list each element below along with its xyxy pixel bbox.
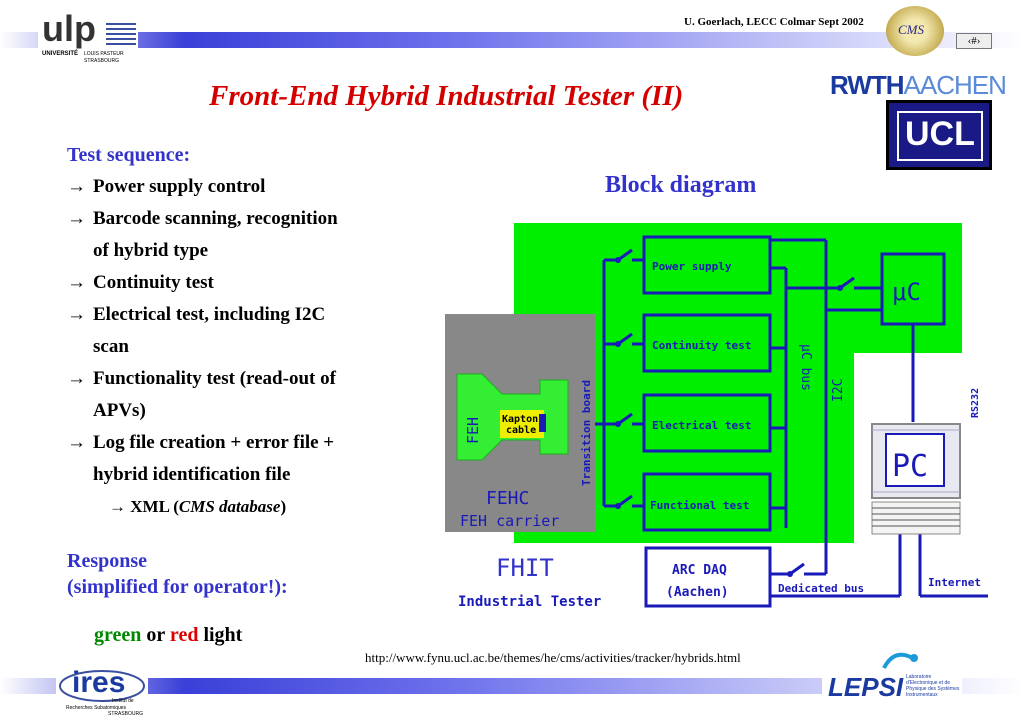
sub-item-prefix: XML (: [130, 497, 179, 516]
list-item-text: APVs): [93, 400, 146, 421]
response-heading-line1: Response: [67, 550, 148, 572]
arrow-icon: →: [67, 304, 86, 325]
sub-item-suffix: ): [280, 497, 287, 516]
block-diagram-heading: Block diagram: [605, 172, 757, 198]
rwth-logo-part1: RWTH: [830, 70, 905, 100]
industrial-tester-label: Industrial Tester: [458, 594, 601, 610]
rwth-logo: RWTHAACHEN: [830, 70, 1007, 101]
kapton-label-2: cable: [506, 425, 536, 436]
sub-item-italic: CMS database: [178, 497, 281, 516]
list-item-text: Barcode scanning, recognition: [93, 208, 338, 229]
list-item-text: Log file creation + error file +: [93, 432, 335, 453]
list-item: → Power supply control: [67, 171, 427, 203]
arrow-icon: →: [67, 272, 86, 293]
ulp-logo-universite: UNIVERSITÉ: [42, 51, 79, 57]
electrical-test-label: Electrical test: [652, 419, 751, 432]
page-number-text: ‹#›: [967, 35, 981, 47]
ires-logo: ires Institut de Recherches Subatomiques…: [56, 666, 148, 718]
ulp-logo-name1: LOUIS PASTEUR: [84, 51, 124, 57]
list-item-text: Continuity test: [93, 272, 214, 293]
internet-label: Internet: [928, 576, 981, 589]
feh-carrier-label: FEH carrier: [460, 512, 559, 530]
lepsi-logo-sub: Laboratoire d'Electronique et de Physiqu…: [906, 674, 960, 698]
ires-logo-letters: ires: [72, 666, 126, 699]
page-number: ‹#›: [956, 33, 992, 49]
functional-test-box: [642, 472, 772, 532]
power-supply-box: [642, 235, 772, 295]
arc-daq-label-1: ARC DAQ: [672, 563, 727, 578]
light-word: light: [198, 624, 243, 646]
ucl-logo-text: UCL: [905, 115, 975, 153]
ulp-logo-name2: STRASBOURG: [84, 58, 120, 64]
or-word: or: [141, 624, 170, 646]
arrow-icon: →: [67, 432, 86, 453]
ulp-logo: ulp UNIVERSITÉ LOUIS PASTEUR STRASBOURG: [38, 8, 138, 66]
reference-url: http://www.fynu.ucl.ac.be/themes/he/cms/…: [365, 650, 741, 665]
rwth-logo-part2: AACHEN: [903, 70, 1007, 100]
lepsi-logo: LEPSI Laboratoire d'Electronique et de P…: [822, 650, 962, 706]
pc-label: PC: [892, 449, 928, 484]
header-author-line: U. Goerlach, LECC Colmar Sept 2002: [684, 16, 864, 28]
arrow-icon: →: [67, 176, 86, 197]
list-item: → Barcode scanning, recognition of hybrid …: [67, 203, 427, 267]
ulp-logo-letters: ulp: [42, 8, 96, 49]
ires-logo-sub1: Institut de: [112, 698, 134, 704]
transition-board-label: Transition board: [580, 380, 593, 486]
top-gradient-band: [0, 32, 1024, 48]
list-item-text: of hybrid type: [93, 240, 209, 261]
cms-logo: CMS: [886, 6, 944, 56]
sub-list-item: → XML (CMS database): [67, 491, 427, 523]
arrow-icon: →: [109, 497, 126, 516]
slide-title: Front-End Hybrid Industrial Tester (II): [209, 80, 684, 112]
list-item: → Electrical test, including I2C scan: [67, 299, 427, 363]
list-item-text: scan: [93, 336, 129, 357]
ulp-logo-stripes-icon: [106, 23, 136, 45]
list-item: → Continuity test: [67, 267, 427, 299]
list-item-text: Electrical test, including I2C: [93, 304, 326, 325]
power-supply-label: Power supply: [652, 260, 732, 273]
arrow-icon: →: [67, 368, 86, 389]
kapton-label-1: Kapton: [502, 414, 538, 425]
test-sequence-list: → Power supply control → Barcode scanning,…: [67, 171, 427, 523]
response-text: green or red light: [94, 624, 242, 647]
feh-label: FEH: [464, 417, 482, 444]
fehc-label: FEHC: [486, 488, 529, 509]
lepsi-logo-letters: LEPSI: [828, 672, 904, 702]
arc-daq-label-2: (Aachen): [666, 585, 729, 600]
response-heading-line2: (simplified for operator!):: [67, 576, 288, 598]
response-heading: Response (simplified for operator!):: [67, 548, 288, 600]
green-board: [514, 223, 962, 543]
ires-logo-sub2: Recherches Subatomiques: [66, 705, 127, 711]
kapton-cable: [500, 410, 544, 438]
bottom-gradient-band: [0, 678, 1024, 694]
ires-logo-sub3: STRASBOURG: [108, 711, 144, 717]
kapton-connector: [539, 414, 546, 432]
block-diagram: Power supply Continuity test Electrical …: [445, 223, 988, 610]
continuity-test-label: Continuity test: [652, 339, 751, 352]
arrow-icon: →: [67, 208, 86, 229]
test-sequence-heading: Test sequence:: [67, 144, 191, 166]
cms-logo-text: CMS: [898, 22, 924, 37]
list-item-text: hybrid identification file: [93, 464, 291, 485]
list-item-text: Functionality test (read-out of: [93, 368, 336, 389]
list-item: → Log file creation + error file + hybrid …: [67, 427, 427, 491]
i2c-label: I2C: [831, 379, 846, 402]
dedicated-bus-label: Dedicated bus: [778, 582, 864, 595]
rs232-label: RS232: [970, 388, 981, 418]
pc-icon: [871, 423, 961, 535]
green-word: green: [94, 624, 142, 646]
ucl-logo-inner: UCL: [897, 111, 983, 161]
lepsi-wave-icon: [882, 652, 918, 669]
uc-label: μC: [892, 278, 921, 306]
ucl-logo: UCL: [886, 100, 992, 170]
uc-bus-label: μC bus: [798, 344, 813, 391]
red-word: red: [169, 624, 199, 646]
arc-daq-box: [644, 546, 772, 608]
list-item-text: Power supply control: [93, 176, 266, 197]
ires-orbit-icon: [59, 670, 145, 702]
functional-test-label: Functional test: [650, 499, 749, 512]
fhit-label: FHIT: [496, 554, 554, 582]
list-item: → Functionality test (read-out of APVs): [67, 363, 427, 427]
